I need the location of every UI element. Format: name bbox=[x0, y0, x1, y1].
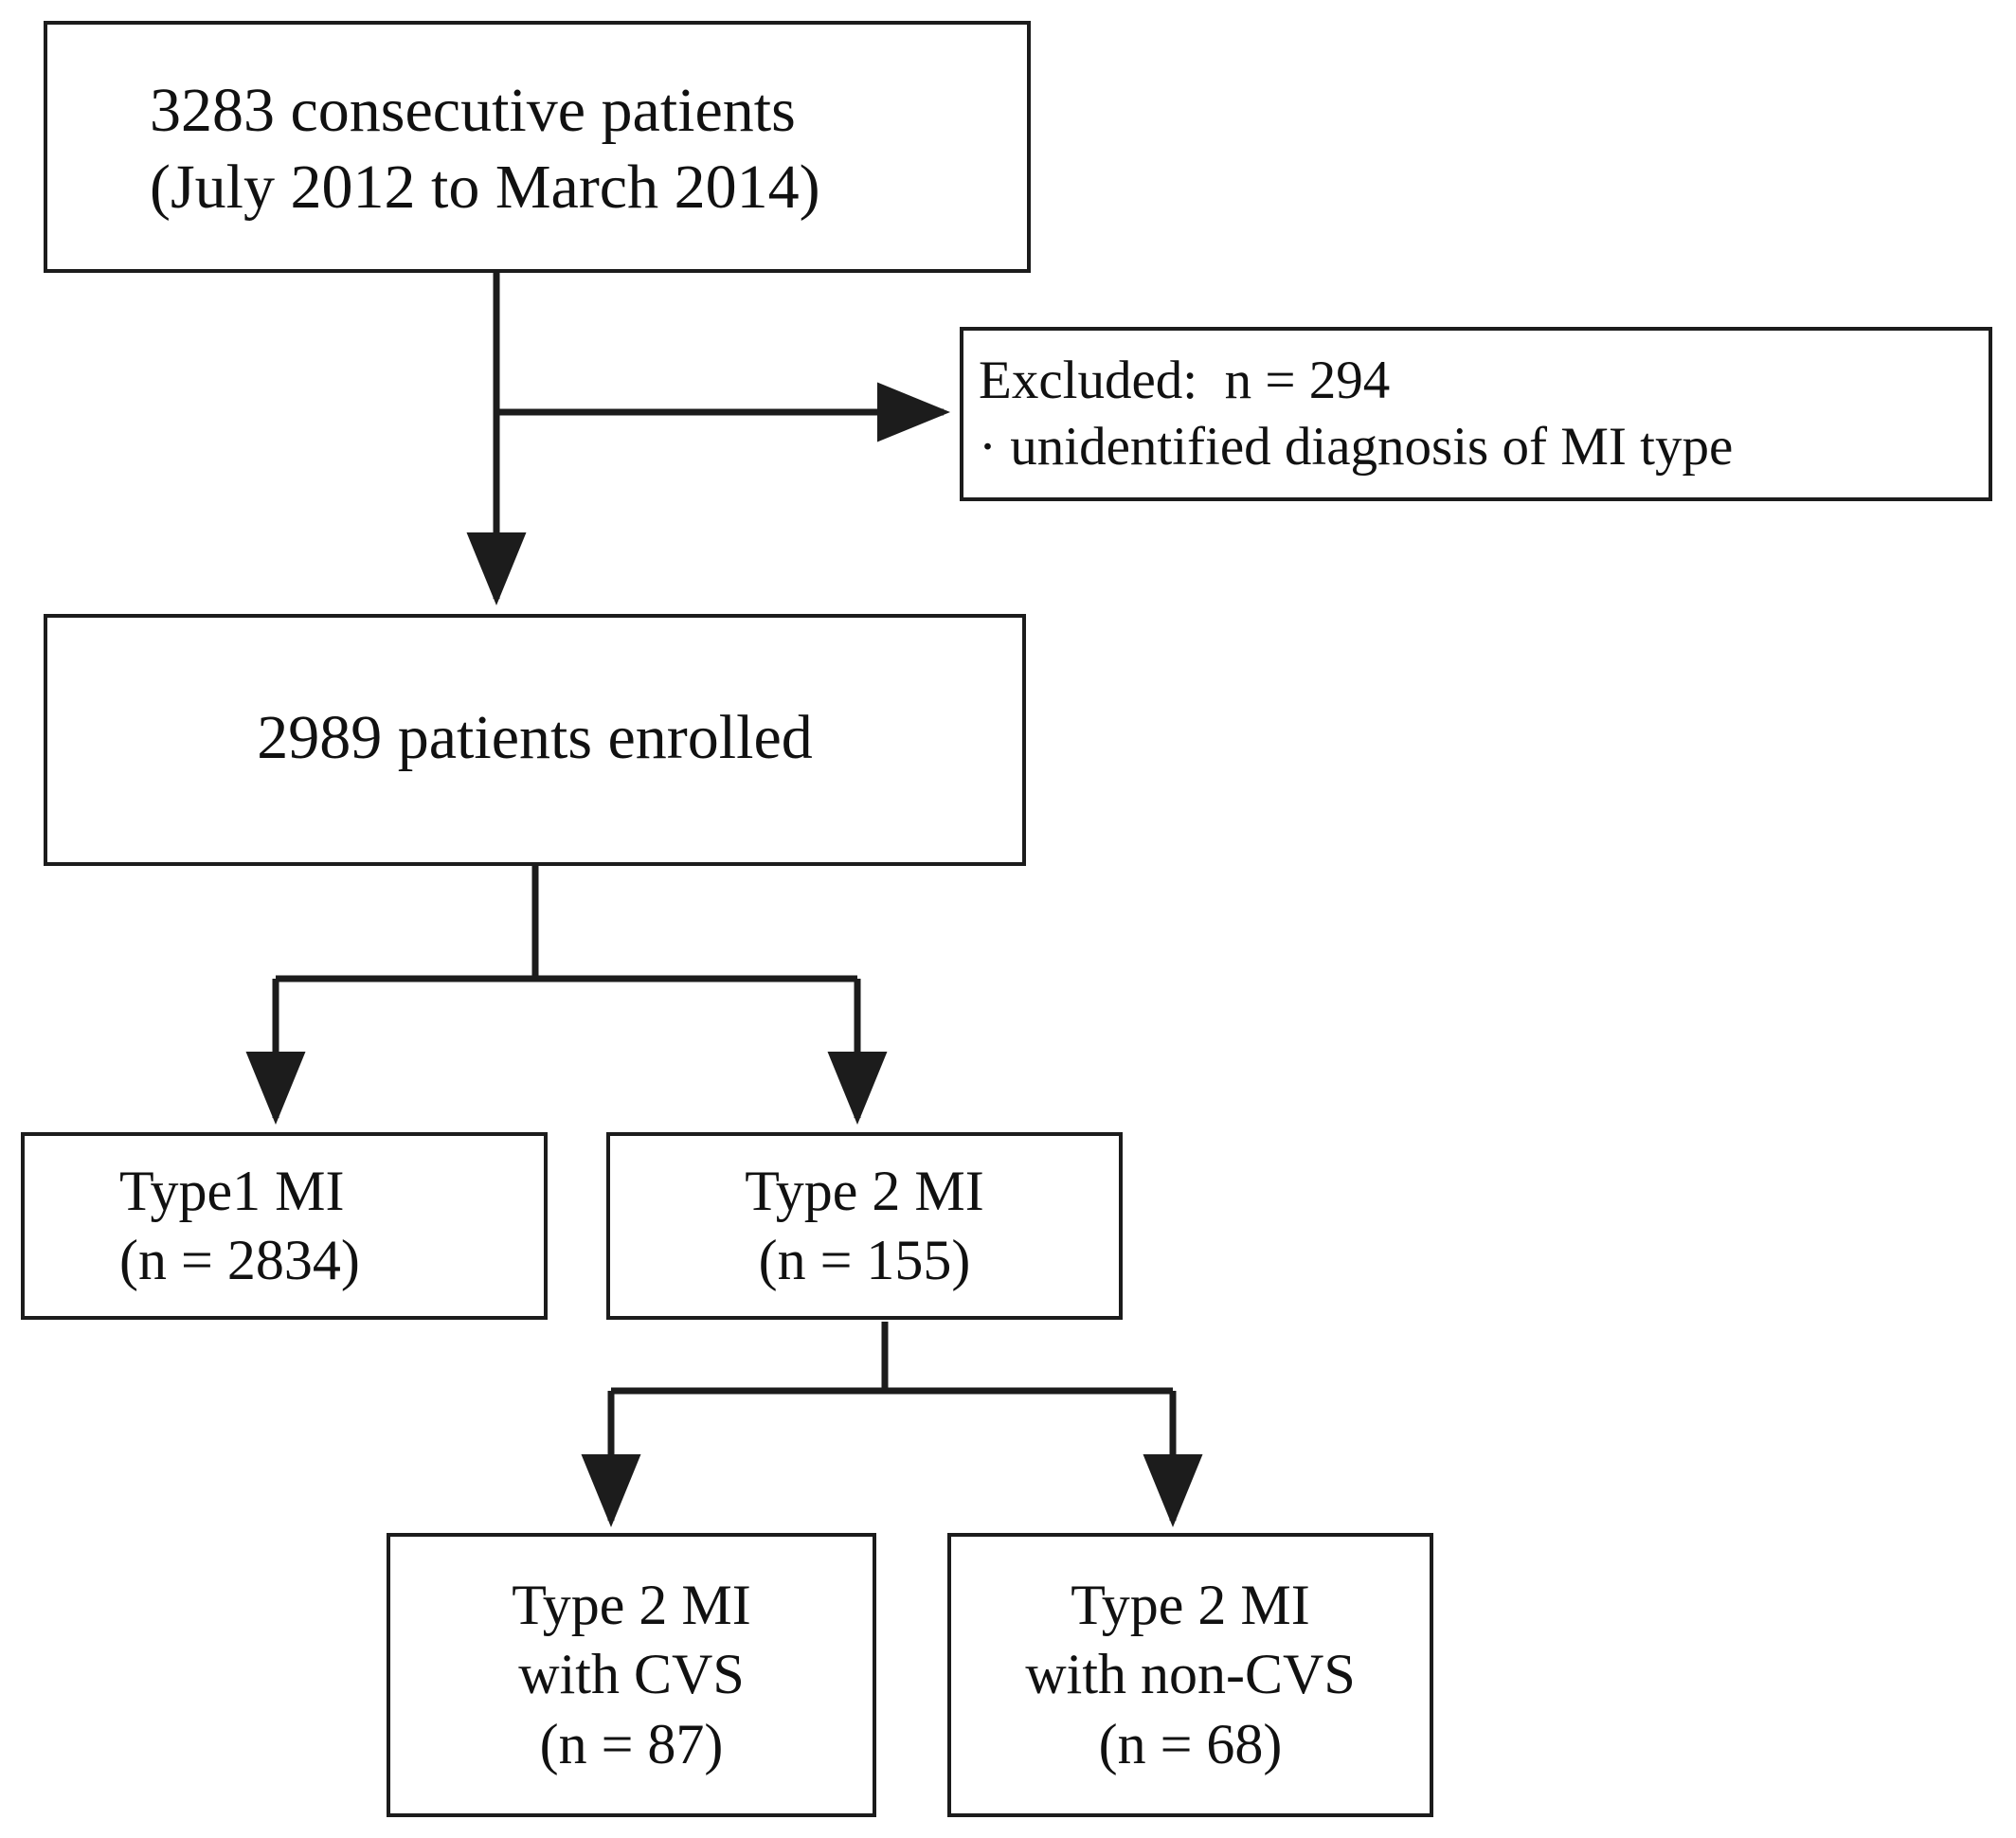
node-excluded: Excluded: n = 294 · unidentified diagnos… bbox=[960, 327, 1992, 501]
node-type1-line2: (n = 2834) bbox=[119, 1229, 360, 1291]
node-source-population: 3283 consecutive patients (July 2012 to … bbox=[44, 21, 1031, 273]
node-source-line1: 3283 consecutive patients bbox=[150, 76, 796, 146]
node-type2-mi-with-non-cvs: Type 2 MI with non-CVS (n = 68) bbox=[947, 1533, 1433, 1817]
node-enrolled-line1: 2989 patients enrolled bbox=[257, 702, 813, 772]
node-excluded-line1: Excluded: n = 294 bbox=[979, 351, 1391, 411]
node-type2-mi-with-cvs: Type 2 MI with CVS (n = 87) bbox=[387, 1533, 876, 1817]
node-enrolled: 2989 patients enrolled bbox=[44, 614, 1026, 866]
node-type2-cvs-line1: Type 2 MI bbox=[512, 1574, 751, 1637]
edge-type2-branch-stem bbox=[611, 1322, 1173, 1395]
node-type2-line2: (n = 155) bbox=[758, 1229, 971, 1291]
edge-enrolled-branch-stem bbox=[276, 866, 857, 982]
node-type1-mi: Type1 MI (n = 2834) bbox=[21, 1132, 548, 1320]
node-type2-cvs-line2: with CVS bbox=[518, 1643, 745, 1706]
node-type1-line1: Type1 MI bbox=[119, 1159, 345, 1222]
node-type2-noncvs-line1: Type 2 MI bbox=[1071, 1574, 1310, 1637]
node-type2-line1: Type 2 MI bbox=[745, 1159, 984, 1222]
node-type2-noncvs-line3: (n = 68) bbox=[1098, 1712, 1283, 1775]
node-type2-mi: Type 2 MI (n = 155) bbox=[606, 1132, 1123, 1320]
node-source-line2: (July 2012 to March 2014) bbox=[150, 153, 820, 222]
node-type2-cvs-line3: (n = 87) bbox=[539, 1712, 724, 1775]
node-excluded-line2: · unidentified diagnosis of MI type bbox=[979, 417, 1734, 477]
node-type2-noncvs-line2: with non-CVS bbox=[1025, 1643, 1356, 1706]
